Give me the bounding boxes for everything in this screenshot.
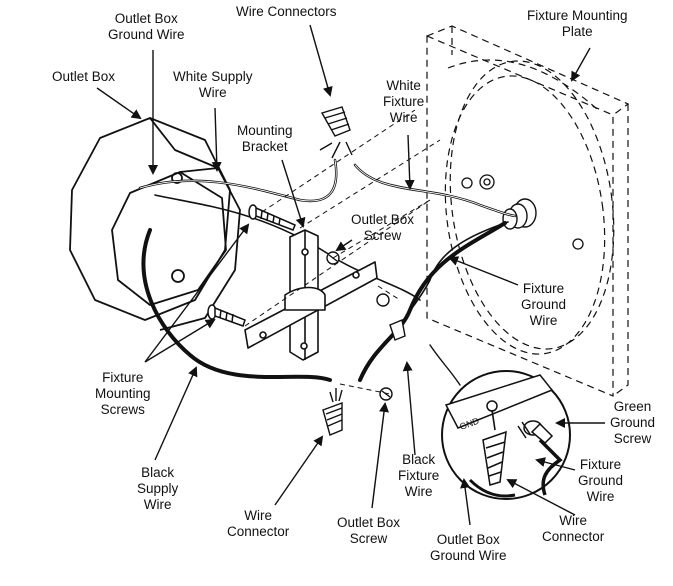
label-outlet-box: Outlet Box bbox=[52, 69, 116, 84]
inset-detail: GND bbox=[441, 370, 571, 500]
leader-arrows bbox=[96, 24, 605, 526]
wire-connector-small bbox=[389, 319, 406, 341]
dashed-guides bbox=[244, 109, 441, 395]
wire-connector-bottom bbox=[322, 388, 343, 436]
fixture-mounting-screws bbox=[207, 204, 296, 327]
wires bbox=[138, 158, 517, 386]
mounting-bracket bbox=[244, 229, 378, 361]
fixture-mounting-plate bbox=[426, 25, 630, 397]
label-wire-connectors: Wire Connectors bbox=[236, 4, 337, 19]
wire-connectors-top bbox=[319, 106, 353, 159]
outlet-box bbox=[69, 117, 241, 331]
plate-holes bbox=[461, 174, 584, 250]
outlet-box-screws bbox=[326, 251, 393, 401]
